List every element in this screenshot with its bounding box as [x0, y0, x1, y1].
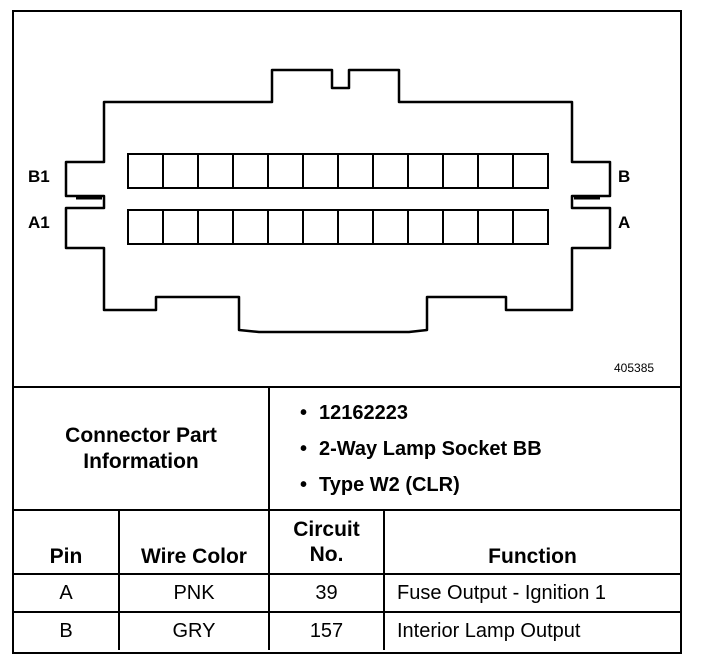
terminal-cavity — [267, 209, 304, 245]
terminal-cavity — [197, 209, 234, 245]
connector-info-values: 12162223 2-Way Lamp Socket BB Type W2 (C… — [267, 388, 681, 511]
cavity-grid — [127, 153, 549, 245]
terminal-cavity — [197, 153, 234, 189]
header-function: Function — [382, 509, 681, 575]
wire-color-cell: GRY — [118, 611, 270, 650]
connector-table: Connector Part Information 12162223 2-Wa… — [14, 388, 681, 650]
terminal-cavity — [442, 153, 479, 189]
connector-info-label: Connector Part Information — [14, 388, 270, 511]
wire-color-cell: PNK — [118, 573, 270, 613]
terminal-cavity — [232, 209, 269, 245]
terminal-cavity — [407, 209, 444, 245]
terminal-cavity — [477, 209, 514, 245]
header-row: Pin Wire Color Circuit No. Function — [14, 509, 681, 575]
connector-info-label-line1: Connector Part — [65, 423, 217, 447]
terminal-cavity — [302, 153, 339, 189]
terminal-cavity — [162, 209, 199, 245]
table-row: B GRY 157 Interior Lamp Output — [14, 611, 681, 650]
connector-part-number: 12162223 — [300, 395, 680, 431]
connector-info-list: 12162223 2-Way Lamp Socket BB Type W2 (C… — [270, 395, 680, 503]
figure-number: 405385 — [614, 361, 654, 375]
connector-outline — [64, 68, 612, 334]
header-circuit-line1: Circuit — [293, 518, 360, 541]
terminal-cavity — [127, 209, 164, 245]
terminal-cavity — [337, 153, 374, 189]
terminal-cavity — [512, 153, 549, 189]
terminal-cavity — [302, 209, 339, 245]
header-pin: Pin — [14, 509, 120, 575]
connector-info-row: Connector Part Information 12162223 2-Wa… — [14, 388, 681, 511]
terminal-cavity — [337, 209, 374, 245]
connector-info-label-line2: Information — [83, 449, 199, 473]
terminal-cavity — [162, 153, 199, 189]
header-circuit-line2: No. — [309, 543, 344, 566]
connector-face-svg: B1 A1 B A 405385 — [28, 68, 654, 375]
terminal-cavity — [267, 153, 304, 189]
table-row: A PNK 39 Fuse Output - Ignition 1 — [14, 573, 681, 613]
connector-drawing: B1 A1 B A 405385 — [14, 12, 680, 386]
divider — [14, 386, 680, 388]
terminal-cavity — [372, 153, 409, 189]
circuit-cell: 157 — [268, 611, 385, 650]
terminal-cavity — [407, 153, 444, 189]
connector-description: 2-Way Lamp Socket BB — [300, 431, 680, 467]
pin-label-a1: A1 — [28, 213, 50, 232]
header-circuit: Circuit No. — [268, 509, 385, 575]
terminal-cavity — [372, 209, 409, 245]
terminal-cavity — [232, 153, 269, 189]
terminal-cavity — [127, 153, 164, 189]
pin-label-a: A — [618, 213, 630, 232]
function-cell: Fuse Output - Ignition 1 — [382, 573, 681, 613]
pin-cell: A — [14, 573, 120, 613]
function-cell: Interior Lamp Output — [382, 611, 681, 650]
figure-frame: B1 A1 B A 405385 Connector Part Informat… — [12, 10, 682, 654]
pin-label-b1: B1 — [28, 167, 50, 186]
terminal-cavity — [512, 209, 549, 245]
terminal-cavity — [477, 153, 514, 189]
pin-label-b: B — [618, 167, 630, 186]
connector-type: Type W2 (CLR) — [300, 467, 680, 503]
header-wire-color: Wire Color — [118, 509, 270, 575]
circuit-cell: 39 — [268, 573, 385, 613]
terminal-cavity — [442, 209, 479, 245]
pin-cell: B — [14, 611, 120, 650]
